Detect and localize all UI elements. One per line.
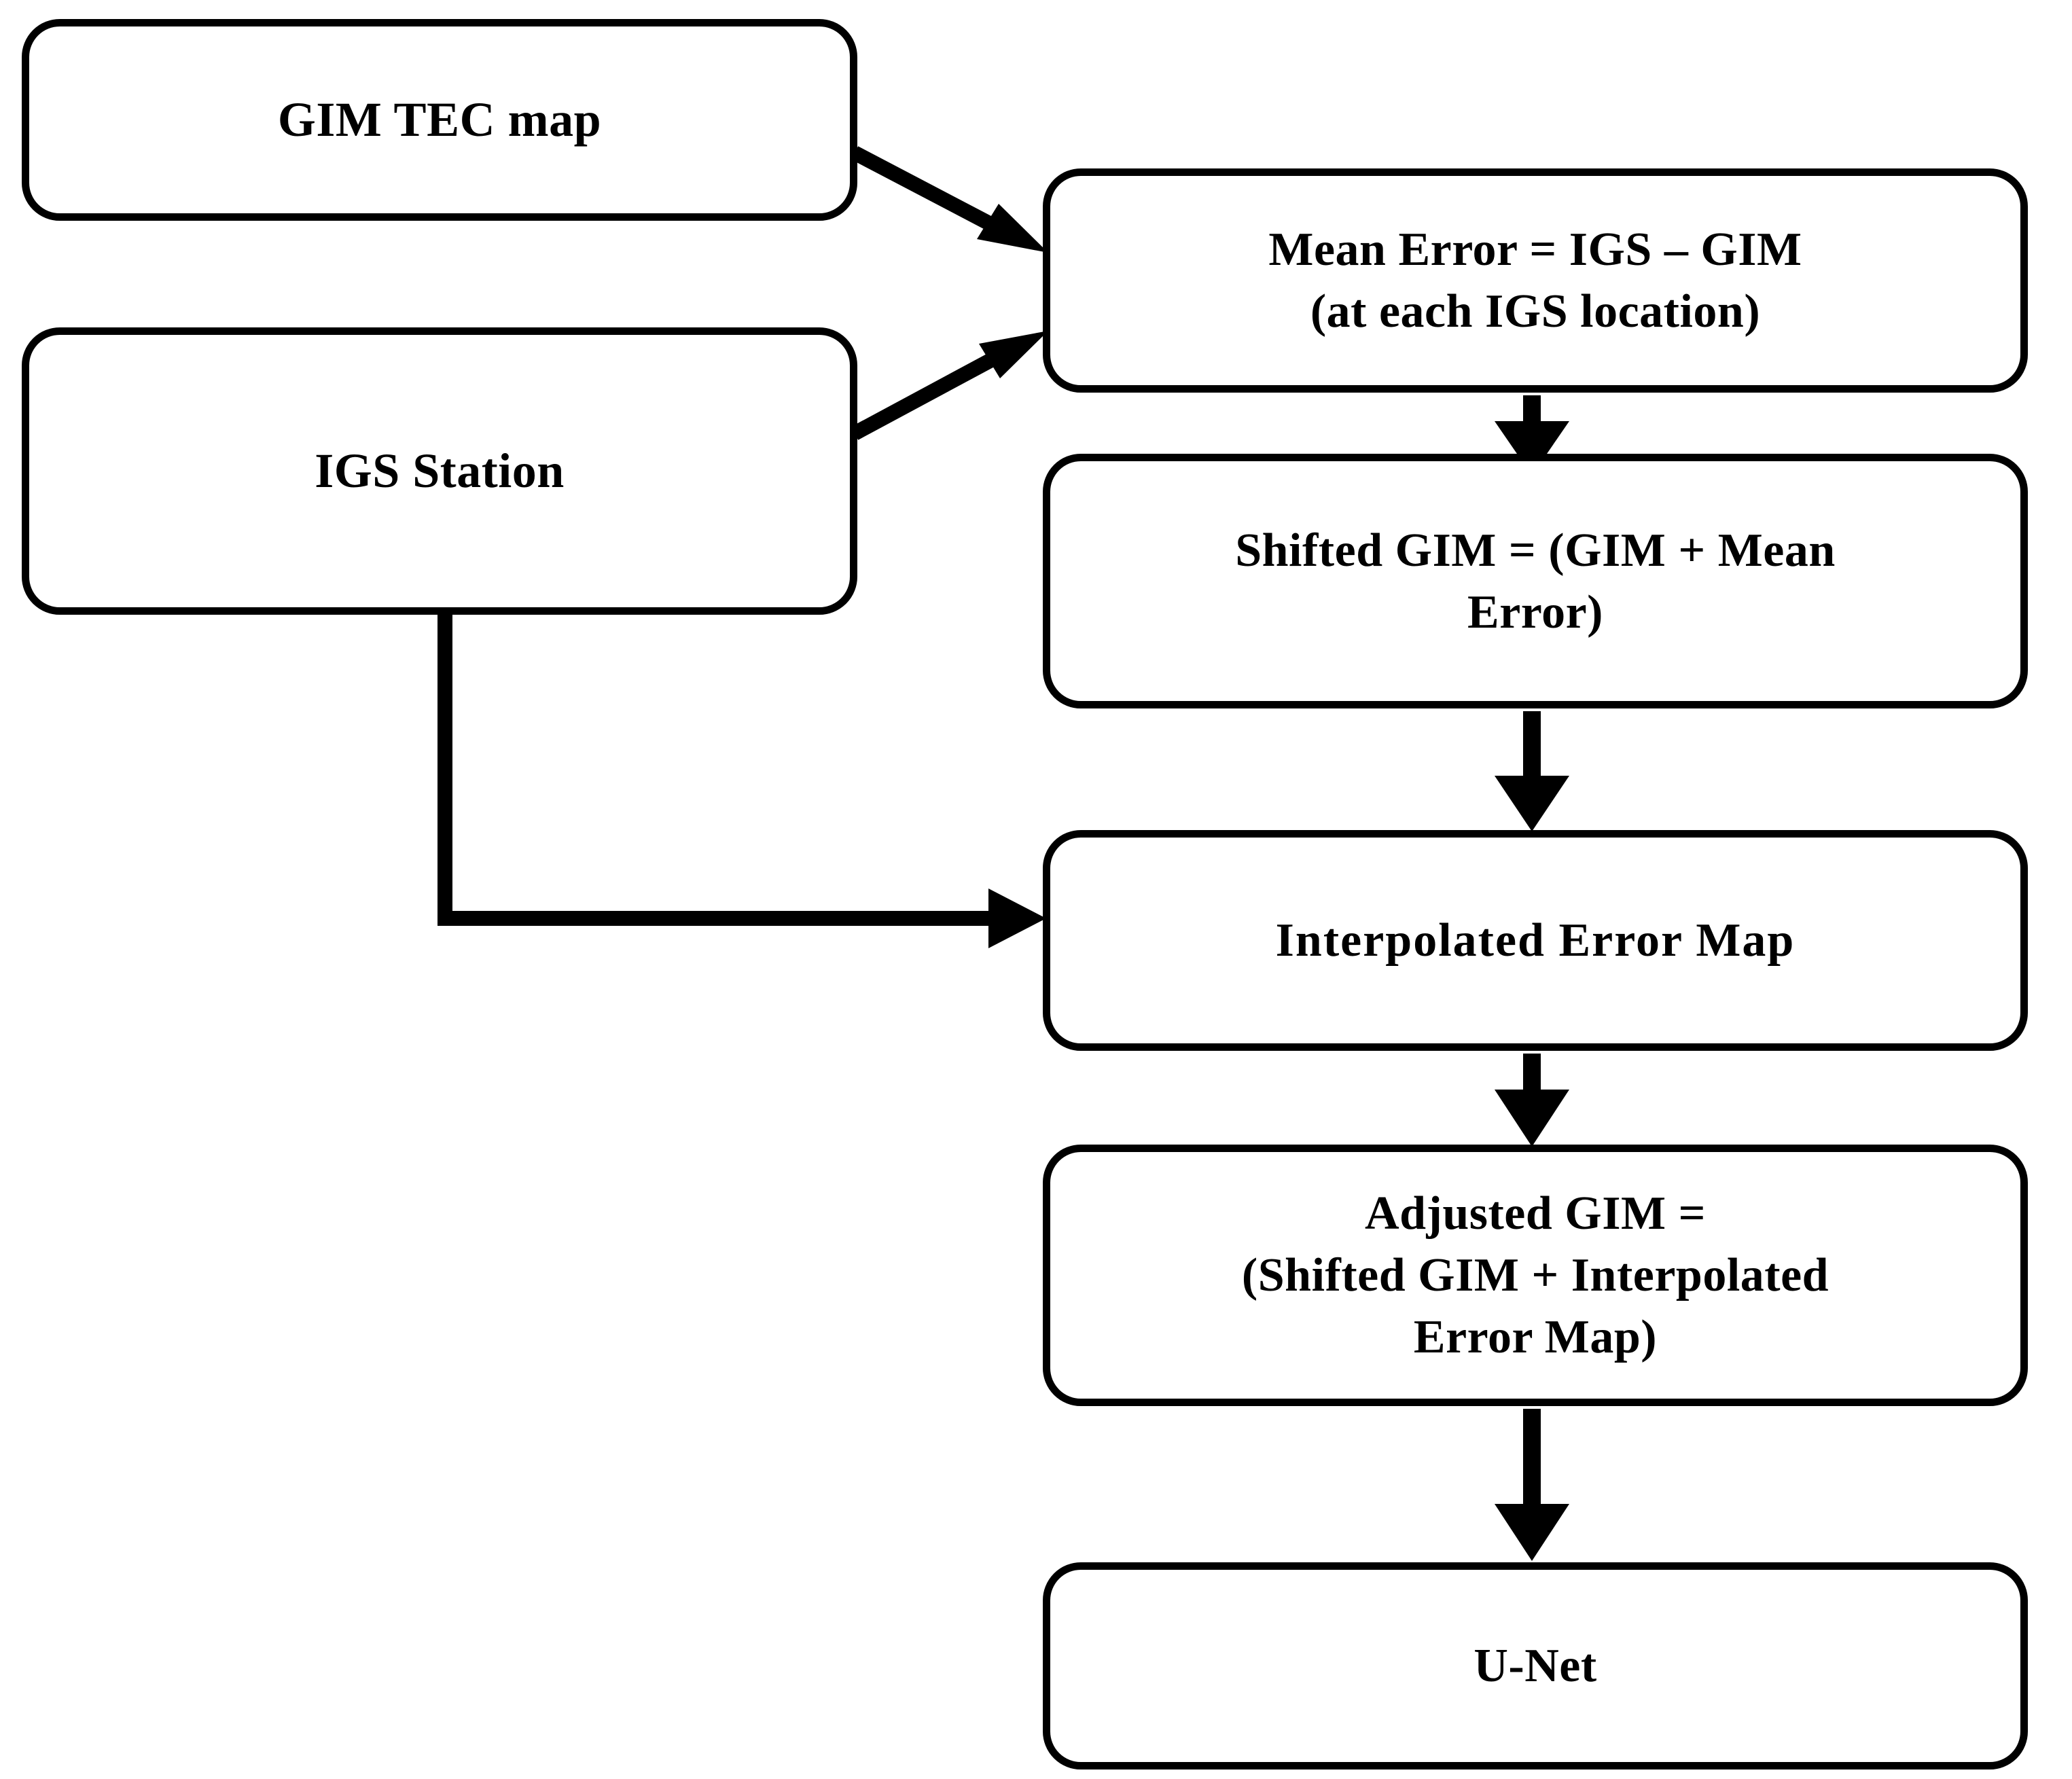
- node-mean-error[interactable]: Mean Error = IGS – GIM (at each IGS loca…: [1043, 168, 2028, 393]
- node-shifted-gim-label: Shifted GIM = (GIM + Mean Error): [1235, 524, 1836, 639]
- node-igs-station-label: IGS Station: [315, 443, 565, 498]
- edge-gim-to-mean-error: [851, 146, 1048, 253]
- node-interpolated-error-map-label: Interpolated Error Map: [1275, 914, 1796, 967]
- node-interpolated-error-map[interactable]: Interpolated Error Map: [1043, 830, 2028, 1051]
- node-unet-label: U-Net: [1473, 1640, 1597, 1692]
- node-mean-error-label: Mean Error = IGS – GIM (at each IGS loca…: [1268, 223, 1802, 338]
- node-unet[interactable]: U-Net: [1043, 1562, 2028, 1769]
- node-igs-station[interactable]: IGS Station: [22, 327, 857, 615]
- edge-igs-to-interpolated-map: [437, 611, 1046, 948]
- edge-shifted-gim-to-interpolated: [1495, 711, 1569, 831]
- node-adjusted-gim[interactable]: Adjusted GIM = (Shifted GIM + Interpolat…: [1043, 1145, 2028, 1406]
- edge-interpolated-to-adjusted-gim: [1495, 1054, 1569, 1147]
- node-gim-tec-map-label: GIM TEC map: [277, 92, 602, 147]
- edge-adjusted-gim-to-unet: [1495, 1409, 1569, 1561]
- node-adjusted-gim-label: Adjusted GIM = (Shifted GIM + Interpolat…: [1241, 1187, 1829, 1363]
- node-gim-tec-map[interactable]: GIM TEC map: [22, 19, 857, 221]
- edge-igs-to-mean-error: [851, 331, 1048, 440]
- node-shifted-gim[interactable]: Shifted GIM = (GIM + Mean Error): [1043, 454, 2028, 708]
